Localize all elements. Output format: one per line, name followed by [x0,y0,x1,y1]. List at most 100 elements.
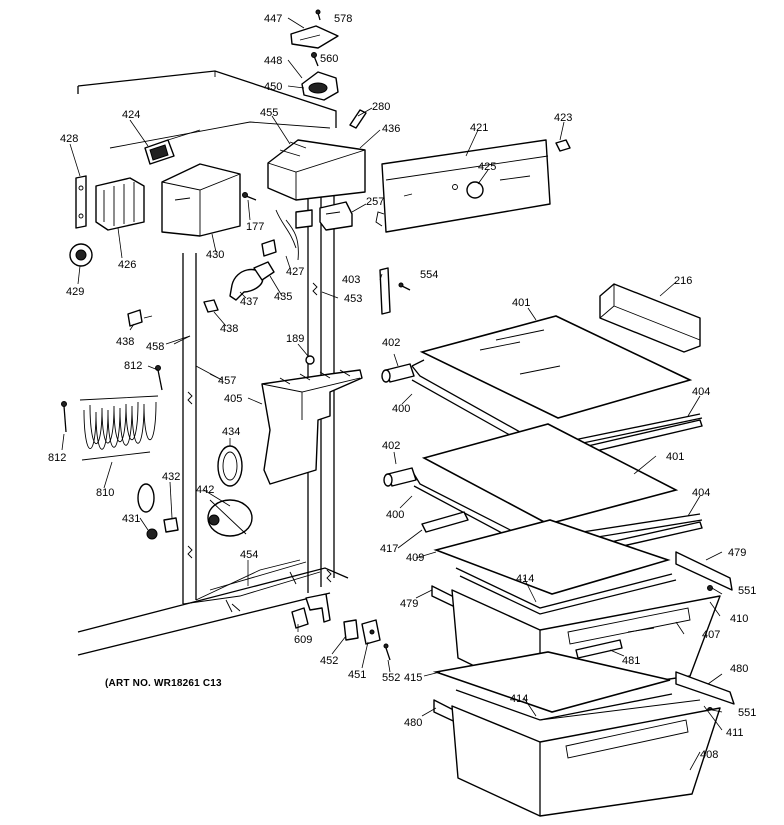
wire-458 [165,335,191,345]
label-434: 434 [222,426,240,438]
label-424: 424 [122,109,140,121]
crisper-frame-414-upper [455,567,677,615]
label-425: 425 [478,161,496,173]
relay-257 [319,201,353,231]
label-457: 457 [218,375,236,387]
clip-280 [349,109,367,129]
label-551-lower: 551 [738,707,756,719]
shelf-lower-glass-401 [421,423,679,525]
shelf-upper-glass-401 [419,315,693,419]
label-432: 432 [162,471,180,483]
label-437: 437 [240,296,258,308]
art-number: (ART NO. WR18261 C13 [105,678,222,689]
light-shield-447 [290,25,339,49]
label-431: 431 [122,513,140,525]
slide-rail-480-right [675,671,735,705]
light-lens-434 [217,445,243,487]
label-438-left: 438 [116,336,134,348]
roller-609 [291,607,309,629]
light-socket-424 [144,129,201,165]
thermostat-knob-448 [301,71,339,101]
control-housing-436 [267,139,366,201]
label-453: 453 [344,293,362,305]
label-216: 216 [674,275,692,287]
label-402-upper: 402 [382,337,400,349]
label-423: 423 [554,112,572,124]
crisper-cover-415 [432,651,671,713]
label-452: 452 [320,655,338,667]
heater-810 [79,395,159,461]
label-401-upper: 401 [512,297,530,309]
fan-motor-430 [161,163,241,237]
plug-423 [555,139,571,152]
label-578: 578 [334,13,352,25]
label-480-left: 480 [404,717,422,729]
label-417: 417 [380,543,398,555]
label-455: 455 [260,107,278,119]
crisper-drawer-lower-408 [451,705,721,817]
label-428: 428 [60,133,78,145]
label-438-right: 438 [220,323,238,335]
label-481: 481 [622,655,640,667]
screw-554 [398,282,411,291]
label-479-left: 479 [400,598,418,610]
label-400-upper: 400 [392,403,410,415]
grommet-189 [305,355,315,365]
screw-551-upper [707,585,713,591]
label-257: 257 [366,196,384,208]
label-403: 403 [342,274,360,286]
screw-552 [383,643,391,661]
control-panel-421 [375,139,551,233]
label-451: 451 [348,669,366,681]
fan-guard-426 [95,177,145,231]
thermostat-429 [69,243,93,267]
hinge-plate-452 [343,619,359,641]
screw-560 [311,52,319,67]
label-411: 411 [726,727,744,739]
label-427: 427 [286,266,304,278]
hinge-451 [361,619,381,645]
label-554: 554 [420,269,438,281]
screw-812-lower [61,401,67,433]
label-435: 435 [274,291,292,303]
label-609: 609 [294,634,312,646]
label-442: 442 [196,484,214,496]
label-414-upper: 414 [516,573,534,585]
label-560: 560 [320,53,338,65]
switch-428 [75,175,87,229]
label-401-lower: 401 [666,451,684,463]
drawer-handle-481 [575,639,623,659]
label-447: 447 [264,13,282,25]
label-551-upper: 551 [738,585,756,597]
label-404-upper: 404 [692,386,710,398]
bracket-403 [379,267,391,315]
slide-rail-479-right [675,551,733,591]
label-405: 405 [224,393,242,405]
label-430: 430 [206,249,224,261]
shelf-lower-support-402 [383,467,417,487]
label-552: 552 [382,672,400,684]
dairy-door-216 [599,283,701,353]
label-177: 177 [246,221,264,233]
label-429: 429 [66,286,84,298]
label-408: 408 [700,749,718,761]
shelf-upper-support-402 [381,363,415,383]
label-448: 448 [264,55,282,67]
label-454: 454 [240,549,258,561]
label-189: 189 [286,333,304,345]
connector-435 [253,261,275,281]
label-812-upper: 812 [124,360,142,372]
label-421: 421 [470,122,488,134]
leader-lines [61,17,723,771]
label-410: 410 [730,613,748,625]
label-280: 280 [372,101,390,113]
label-409: 409 [406,552,424,564]
clip-438-left [127,309,153,327]
label-426: 426 [118,259,136,271]
label-404-lower: 404 [692,487,710,499]
fan-motor-442 [207,499,253,537]
label-402-lower: 402 [382,440,400,452]
cabinet-case [77,70,349,656]
screw-578 [315,9,321,21]
